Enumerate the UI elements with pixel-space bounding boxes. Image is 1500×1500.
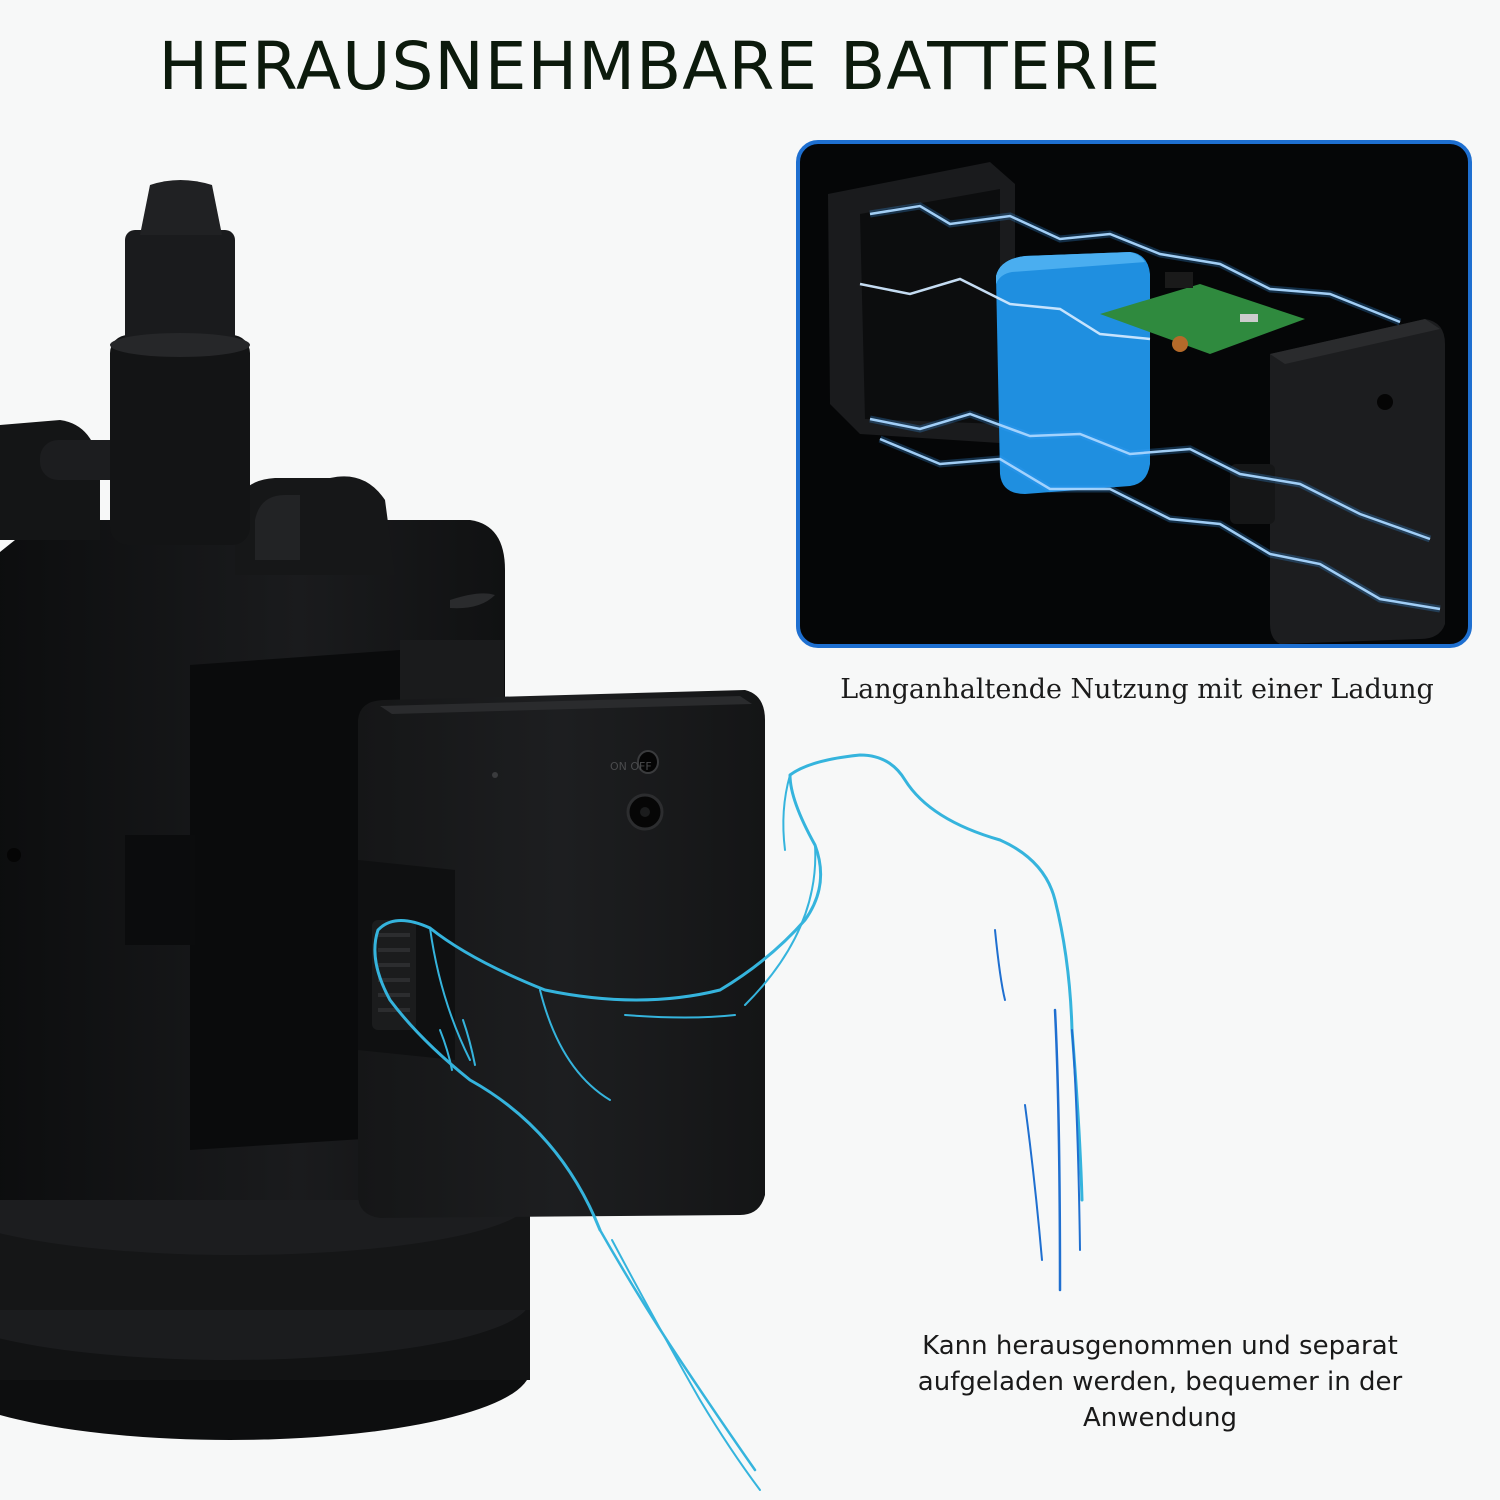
device-spindle <box>110 180 250 545</box>
removal-caption: Kann herausgenommen und separat aufgelad… <box>860 1328 1460 1436</box>
hand-outline <box>373 753 1084 1491</box>
electric-glow <box>869 202 1441 613</box>
electric-arcs <box>859 204 1441 611</box>
battery-pack: ON OFF <box>358 690 765 1218</box>
battery-housing-front <box>1230 319 1445 644</box>
power-switch-label: ON OFF <box>610 760 652 773</box>
battery-housing-back <box>828 162 1015 444</box>
battery-exploded-view <box>796 140 1472 648</box>
removal-caption-line: Anwendung <box>1083 1403 1237 1433</box>
removal-caption-line: aufgeladen werden, bequemer in der <box>917 1367 1403 1397</box>
power-switch[interactable] <box>637 750 659 774</box>
battery-cell <box>996 252 1150 494</box>
release-grip[interactable] <box>372 920 416 1030</box>
page-title: HERAUSNEHMBARE BATTERIE <box>158 28 1162 105</box>
inset-caption: Langanhaltende Nutzung mit einer Ladung <box>840 674 1434 705</box>
charging-port[interactable] <box>626 793 664 831</box>
removal-caption-line: Kann herausgenommen und separat <box>922 1331 1398 1361</box>
circuit-board <box>1100 272 1305 354</box>
